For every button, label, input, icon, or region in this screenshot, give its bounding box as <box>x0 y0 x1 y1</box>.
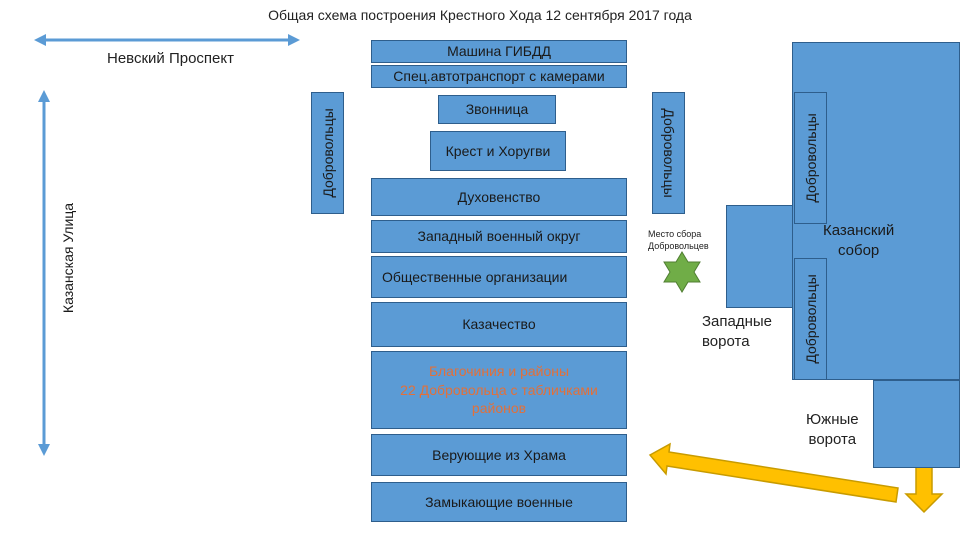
kazachestvo-box: Казачество <box>371 302 627 347</box>
volunteers-cathedral-bottom-box: Добровольцы <box>794 258 827 380</box>
volunteers-right-box: Добровольцы <box>652 92 685 214</box>
blagochiniya-box: Благочиния и районы 22 Добровольца с таб… <box>371 351 627 429</box>
blagochiniya-line-1: Благочиния и районы <box>428 362 570 379</box>
cathedral-label-line-2: собор <box>837 242 880 260</box>
gibdd-box: Машина ГИБДД <box>371 40 627 63</box>
krest-khorugvi-box: Крест и Хоругви <box>430 131 566 171</box>
meeting-point-label: Место сбора Добровольцев <box>648 228 709 252</box>
zamykayushchie-box: Замыкающие военные <box>371 482 627 522</box>
cathedral-label: Казанский собор <box>823 221 894 262</box>
west-gates-line-1: Западные <box>702 313 773 330</box>
cathedral-south-wing <box>873 380 960 468</box>
page-title: Общая схема построения Крестного Хода 12… <box>268 7 692 23</box>
volunteers-cathedral-bottom-label: Добровольцы <box>802 274 819 364</box>
volunteers-right-label: Добровольцы <box>660 108 677 198</box>
meeting-point-star-icon <box>663 251 701 293</box>
cathedral-label-line-1: Казанский <box>823 222 895 239</box>
blagochiniya-line-3: районов <box>471 400 527 417</box>
volunteers-cathedral-top-label: Добровольцы <box>802 113 819 203</box>
zvo-box: Западный военный округ <box>371 220 627 253</box>
dukhovenstvo-box: Духовенство <box>371 178 627 216</box>
south-gates-label: Южные ворота <box>806 410 859 449</box>
volunteers-left-box: Добровольцы <box>311 92 344 214</box>
volunteers-left-label: Добровольцы <box>319 108 336 198</box>
west-gates-label: Западные ворота <box>702 312 772 351</box>
nevsky-label: Невский Проспект <box>107 50 234 67</box>
south-gates-line-2: ворота <box>808 430 857 448</box>
blagochiniya-line-2: 22 Добровольца с табличками <box>400 381 598 398</box>
kazanskaya-label: Казанская Улица <box>60 202 76 314</box>
kazanskaya-double-arrow <box>38 90 50 456</box>
obshch-org-box: Общественные организации <box>371 256 627 298</box>
west-gates-line-2: ворота <box>702 332 750 350</box>
meeting-point-line-2: Добровольцев <box>648 241 709 252</box>
nevsky-double-arrow <box>34 34 300 46</box>
zvonnitsa-box: Звонница <box>438 95 556 124</box>
meeting-point-line-1: Место сбора <box>648 229 702 239</box>
veruyushchie-box: Верующие из Храма <box>371 434 627 476</box>
volunteers-cathedral-top-box: Добровольцы <box>794 92 827 224</box>
spec-transport-box: Спец.автотранспорт с камерами <box>371 65 627 88</box>
procession-direction-arrow <box>648 442 899 503</box>
south-gates-line-1: Южные <box>806 411 859 428</box>
